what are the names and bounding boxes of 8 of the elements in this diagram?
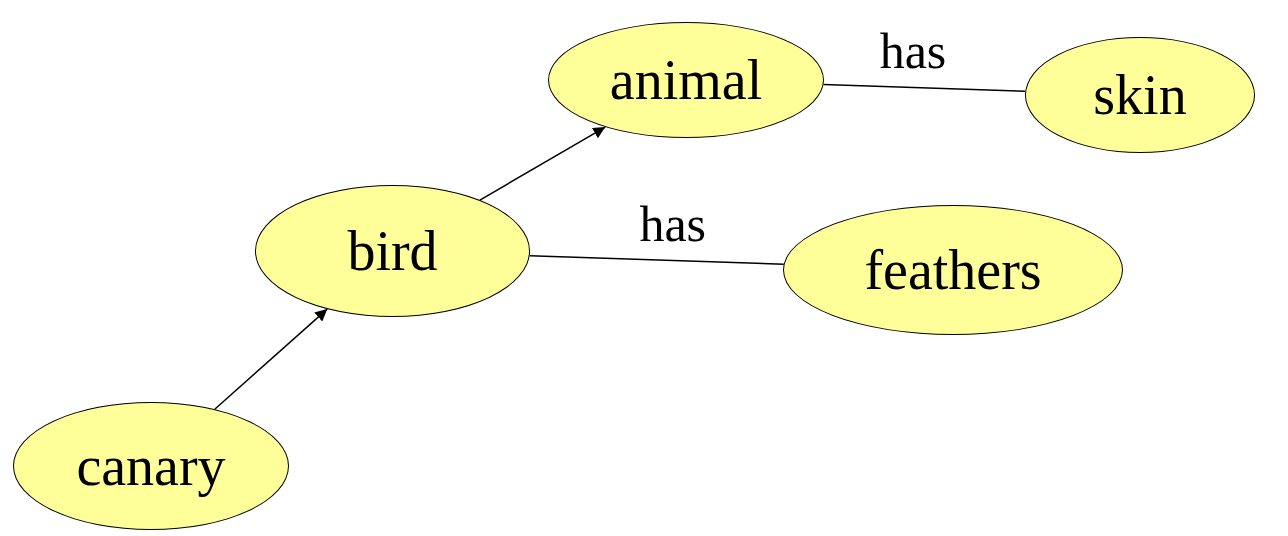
node-label: feathers xyxy=(864,242,1042,298)
node-label: bird xyxy=(347,223,438,279)
arrow xyxy=(214,308,328,410)
connector-line xyxy=(822,83,1026,92)
node-label: animal xyxy=(609,52,763,108)
arrow xyxy=(479,126,606,201)
connector-line xyxy=(528,254,785,265)
node-label: skin xyxy=(1093,67,1187,123)
